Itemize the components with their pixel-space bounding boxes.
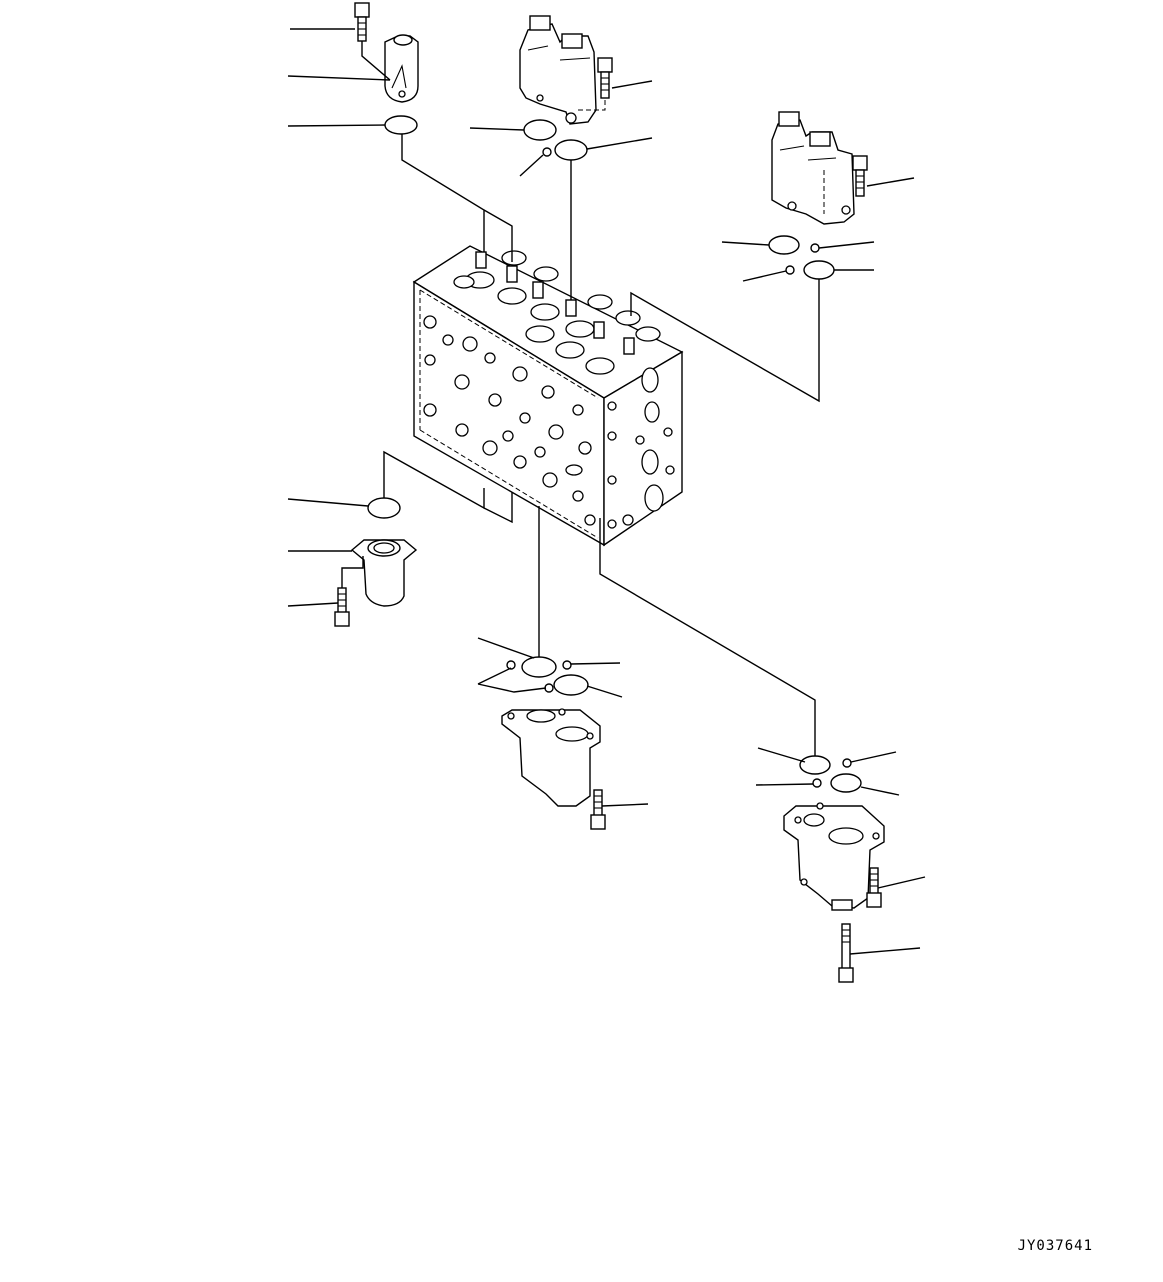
- top-right-valve-assembly: [630, 111, 915, 403]
- main-valve-block: [412, 245, 684, 547]
- bottom-right-valve-assembly: [599, 518, 926, 983]
- top-left-cap-assembly: [287, 2, 513, 262]
- left-bottom-cap-assembly: [287, 450, 513, 627]
- bottom-center-valve-assembly: [477, 506, 649, 830]
- top-center-valve-assembly: [469, 15, 653, 300]
- figure-code-label: JY037641: [1017, 1238, 1093, 1254]
